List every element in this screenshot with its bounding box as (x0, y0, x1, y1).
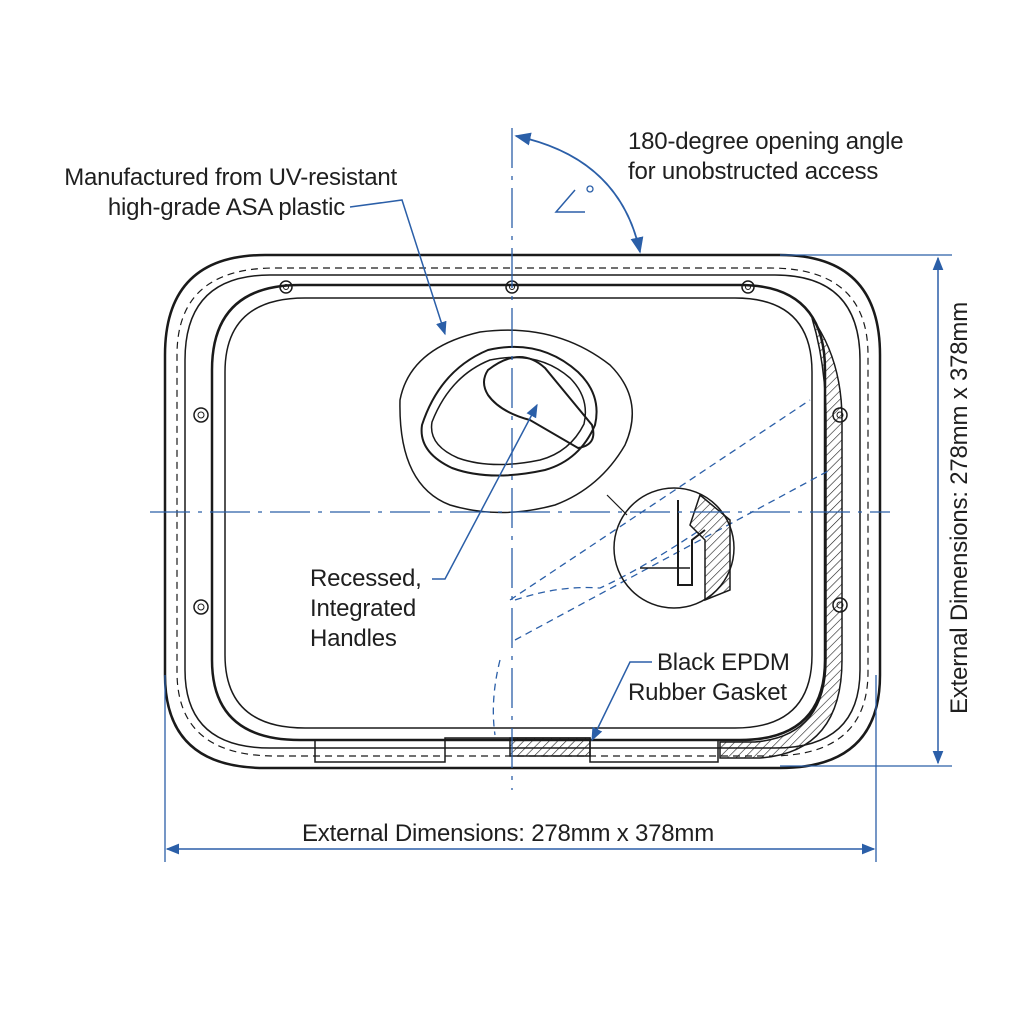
screw-icon (832, 407, 848, 423)
open-lid-ghost (492, 399, 831, 736)
handle-label-line2: Integrated (310, 595, 417, 622)
screw-icon (279, 280, 293, 294)
recessed-handle (399, 329, 633, 514)
leader-lines (349, 199, 652, 742)
screw-icon (741, 280, 755, 294)
material-label-line2: high-grade ASA plastic (107, 194, 345, 221)
screw-icon (832, 597, 848, 613)
opening-angle-arc (514, 132, 644, 254)
handle-label-line3: Handles (310, 625, 397, 652)
gasket-label-line2: Rubber Gasket (628, 679, 787, 706)
material-label-line1: Manufactured from UV-resistant (64, 164, 397, 191)
dimension-horizontal (164, 675, 877, 862)
handle-label-line1: Recessed, (310, 565, 422, 592)
screw-icon (193, 407, 209, 423)
dimension-vertical (780, 254, 952, 767)
dimension-label-vertical: External Dimensions: 278mm x 378mm (946, 301, 973, 714)
screw-icon (193, 599, 209, 615)
dimension-label-horizontal: External Dimensions: 278mm x 378mm (302, 820, 715, 847)
angle-label-line1: 180-degree opening angle (628, 128, 904, 155)
angle-label-line2: for unobstructed access (628, 158, 879, 185)
center-lines (150, 128, 890, 790)
gasket-label-line1: Black EPDM (657, 649, 790, 676)
detail-circle (606, 487, 735, 609)
gasket-section (314, 317, 843, 763)
